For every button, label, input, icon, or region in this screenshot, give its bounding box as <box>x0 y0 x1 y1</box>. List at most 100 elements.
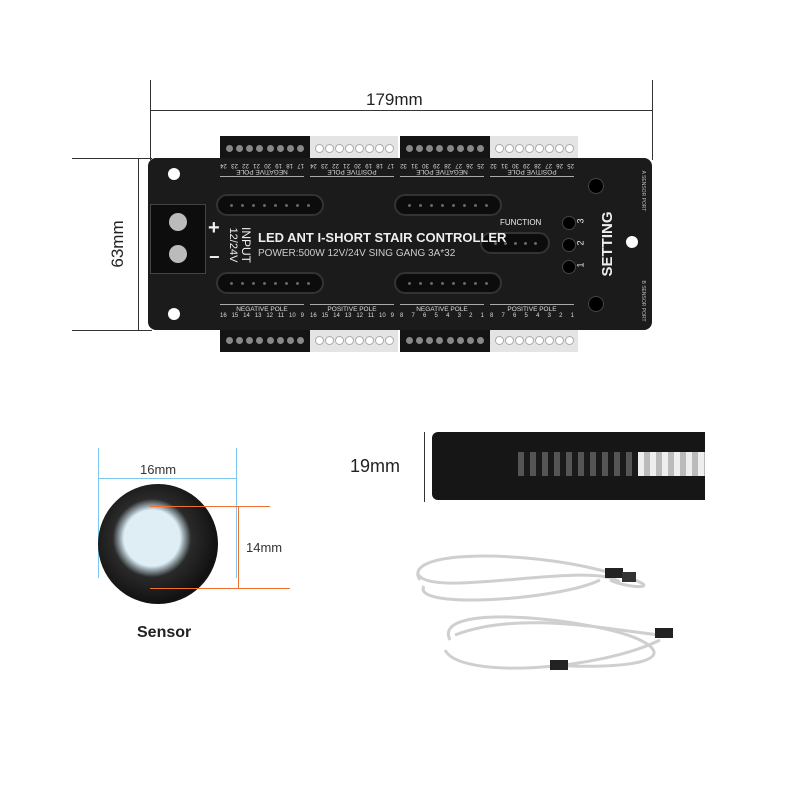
terminal-screw <box>324 143 334 153</box>
terminal-screw <box>405 144 413 152</box>
channel-number: 14 <box>333 313 340 319</box>
length-extension-right <box>652 80 653 160</box>
connector-slot <box>216 194 324 216</box>
terminal-screw <box>256 144 264 152</box>
sensor-width-line <box>98 478 236 479</box>
sensor-width-label: 16mm <box>140 462 177 477</box>
pole-label: POSITIVE POLE <box>310 168 394 177</box>
terminal-screw <box>266 336 274 344</box>
channel-number: 3 <box>547 313 551 319</box>
length-dimension-line <box>150 110 652 111</box>
terminal-screw <box>426 336 434 344</box>
terminal-screw <box>456 336 464 344</box>
terminal-screw <box>297 336 305 344</box>
channel-number: 27 <box>545 162 552 168</box>
terminal-screw <box>544 143 554 153</box>
terminal-screw <box>314 143 324 153</box>
sensor-caption: Sensor <box>137 624 192 641</box>
terminal-block-bottom-1 <box>220 328 310 352</box>
channel-number: 15 <box>321 313 329 319</box>
terminal-screw <box>374 143 384 153</box>
channel-number: 7 <box>411 313 415 319</box>
setting-button-3-label: 3 <box>575 218 586 224</box>
channel-number: 27 <box>455 162 462 168</box>
terminal-screw <box>477 336 485 344</box>
channel-number: 2 <box>559 313 563 319</box>
terminal-screw <box>524 143 534 153</box>
setting-button-2[interactable] <box>562 238 576 252</box>
terminal-screw <box>477 144 485 152</box>
channel-number: 28 <box>444 162 451 168</box>
cable-connector <box>622 572 636 582</box>
function-label: FUNCTION <box>500 218 542 227</box>
b-sensor-port[interactable] <box>588 296 604 312</box>
terminal-screw <box>534 143 544 153</box>
channel-number: 29 <box>433 162 440 168</box>
sensor-height-label: 14mm <box>246 540 283 555</box>
channel-number: 5 <box>434 313 438 319</box>
terminal-screw <box>436 144 444 152</box>
terminal-screw <box>426 144 434 152</box>
mount-hole <box>168 308 180 320</box>
connector-slot <box>394 194 502 216</box>
width-dimension-line <box>138 158 139 330</box>
channel-number: 1 <box>480 313 484 319</box>
sensor-cables-image <box>416 554 673 670</box>
terminal-screw <box>564 335 574 345</box>
a-sensor-port[interactable] <box>588 178 604 194</box>
terminal-screw <box>446 336 454 344</box>
channel-number: 25 <box>567 162 574 168</box>
terminal-screw <box>287 336 295 344</box>
terminal-screw <box>344 143 354 153</box>
height-dimension-line <box>424 432 425 502</box>
controller-side-view <box>432 432 705 500</box>
sensor-width-line-left <box>98 448 99 578</box>
setting-button-1[interactable] <box>562 260 576 274</box>
mount-hole <box>626 236 638 248</box>
input-label: INPUT <box>239 227 253 263</box>
cable-connector <box>605 568 623 578</box>
width-extension-bottom <box>72 330 152 331</box>
terminal-screw <box>276 144 284 152</box>
pole-label: NEGATIVE POLE <box>220 168 304 177</box>
channel-number: 16 <box>310 313 317 319</box>
setting-button-1-label: 1 <box>575 262 586 268</box>
screw-icon <box>169 213 187 231</box>
pole-label: POSITIVE POLE <box>490 168 574 177</box>
channel-number: 31 <box>411 162 418 168</box>
channel-number: 30 <box>422 162 429 168</box>
setting-button-3[interactable] <box>562 216 576 230</box>
length-extension-left <box>150 80 151 160</box>
terminal-screw <box>467 336 475 344</box>
setting-button-2-label: 2 <box>575 240 586 246</box>
channel-number: 24 <box>310 162 317 168</box>
terminal-screw <box>415 144 423 152</box>
terminal-block-top-1 <box>220 136 310 160</box>
function-port[interactable] <box>480 232 550 254</box>
pole-label: NEGATIVE POLE <box>220 304 304 313</box>
channel-number: 18 <box>376 162 383 168</box>
terminal-screw <box>324 335 334 345</box>
channel-number: 12 <box>266 313 273 319</box>
channel-number: 16 <box>220 313 227 319</box>
controller-subtitle: POWER:500W 12V/24V SING GANG 3A*32 <box>258 248 456 259</box>
channel-number: 2 <box>469 313 473 319</box>
channel-number: 26 <box>556 162 563 168</box>
terminal-screw <box>494 335 504 345</box>
pole-label: NEGATIVE POLE <box>400 304 484 313</box>
terminal-screw <box>334 143 344 153</box>
length-label: 179mm <box>366 90 423 109</box>
controller-board: + − INPUT 12/24V FUNCTION LED ANT I-SHOR… <box>148 158 652 330</box>
terminal-screw <box>405 336 413 344</box>
channel-number: 13 <box>254 313 262 319</box>
terminal-screw <box>266 144 274 152</box>
sensor-width-line-right <box>236 448 237 578</box>
terminal-screw <box>554 143 564 153</box>
